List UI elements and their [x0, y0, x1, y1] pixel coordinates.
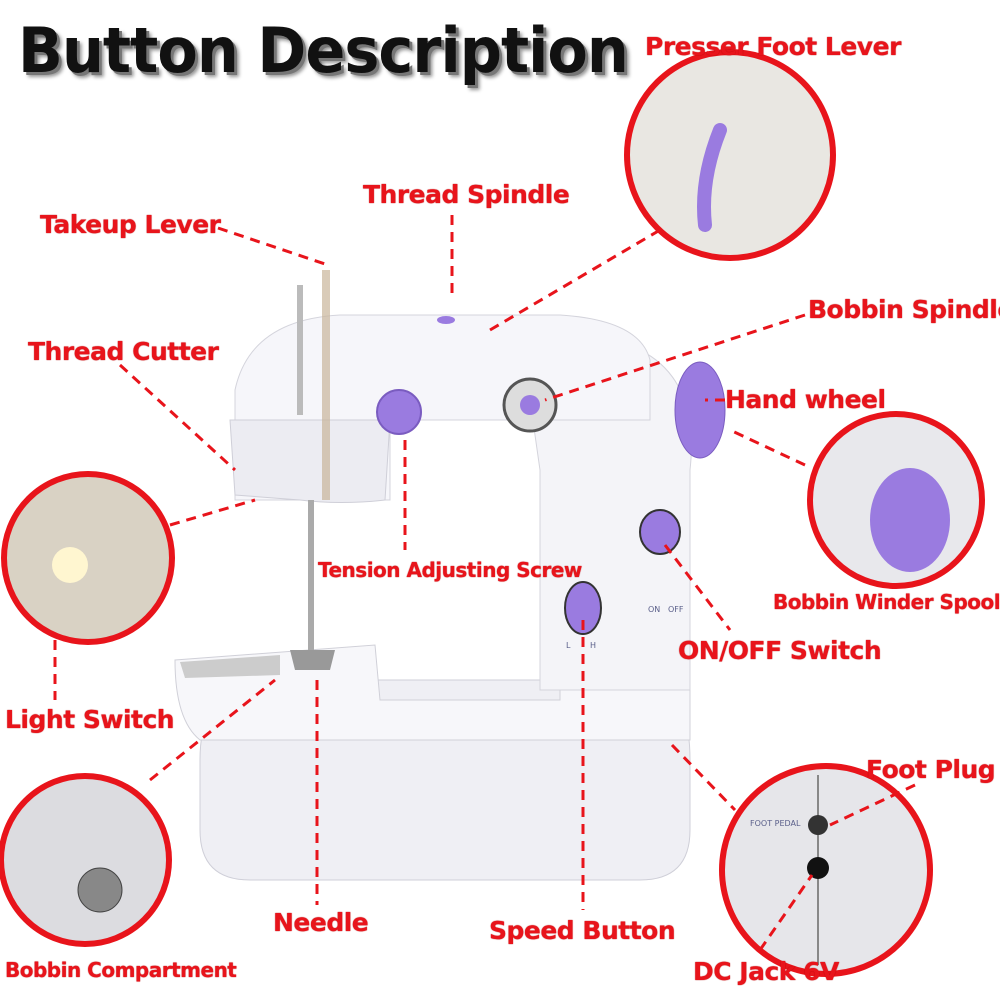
foot-plug-port: [808, 815, 828, 835]
label-needle: Needle: [273, 908, 369, 937]
label-foot-plug: Foot Plug: [866, 755, 996, 784]
machine-markings: ON OFF L H: [566, 605, 684, 650]
high-marking: H: [590, 641, 596, 650]
off-marking: OFF: [668, 605, 684, 614]
speed-button: [564, 581, 602, 635]
machine-head: [229, 419, 391, 503]
low-marking: L: [566, 641, 571, 650]
label-bobbin-spindle: Bobbin Spindle: [808, 295, 1000, 324]
hand-wheel: [674, 361, 726, 459]
label-bobbin-winder-spool: Bobbin Winder Spool: [773, 590, 1000, 614]
dc-jack-port: [807, 857, 829, 879]
on-off-button: [639, 509, 681, 555]
label-hand-wheel: Hand wheel: [725, 385, 886, 414]
inset-light-switch: [1, 471, 175, 645]
inset-foot-plug: FOOT PEDAL: [719, 763, 933, 977]
inset-bobbin-winder: [807, 411, 985, 589]
label-on-off-switch: ON/OFF Switch: [678, 636, 882, 665]
page-title: Button Description: [18, 14, 629, 87]
label-light-switch: Light Switch: [5, 705, 175, 734]
label-speed-button: Speed Button: [489, 916, 676, 945]
label-takeup-lever: Takeup Lever: [40, 210, 221, 239]
label-bobbin-compartment: Bobbin Compartment: [5, 958, 237, 982]
thread-spindle: [437, 316, 455, 324]
needle-bar: [308, 500, 314, 660]
label-thread-spindle: Thread Spindle: [363, 180, 570, 209]
label-thread-cutter: Thread Cutter: [28, 337, 219, 366]
label-presser-foot-lever: Presser Foot Lever: [645, 32, 901, 61]
leader-lines: [53, 215, 916, 951]
label-tension-adjusting-screw: Tension Adjusting Screw: [318, 558, 582, 582]
label-dc-jack: DC Jack 6V: [693, 957, 839, 986]
tension-knob: [376, 389, 422, 435]
inset-presser-foot: [624, 49, 836, 261]
takeup-lever: [322, 270, 330, 500]
inset-bobbin-compartment: [0, 773, 172, 947]
on-marking: ON: [648, 605, 660, 614]
foot-pedal-marking: FOOT PEDAL: [750, 819, 801, 828]
